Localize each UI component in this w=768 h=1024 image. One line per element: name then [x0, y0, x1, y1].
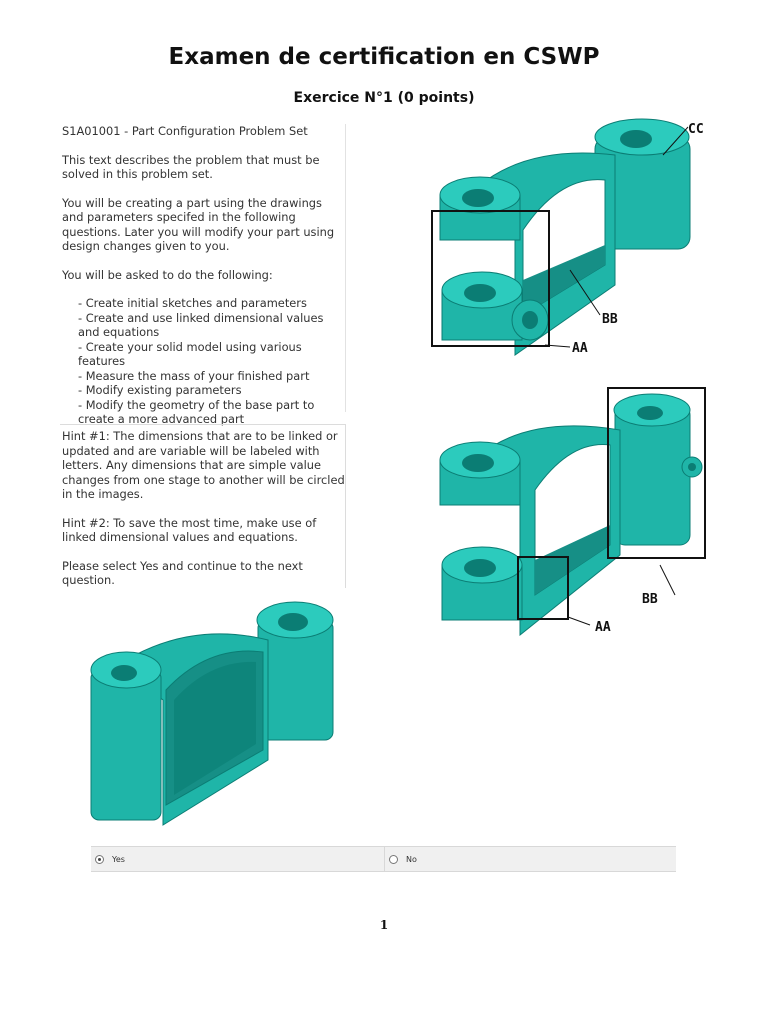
radio-unselected-icon[interactable]: [389, 854, 398, 864]
problem-paragraph: You will be asked to do the following:: [62, 267, 273, 282]
figure-label-bb: BB: [642, 592, 658, 607]
answer-label-yes: Yes: [112, 854, 125, 864]
hint-1: Hint #1: The dimensions that are to be l…: [62, 429, 345, 501]
task-item: - Create and use linked dimensional valu…: [78, 310, 324, 340]
figure-label-aa: AA: [595, 620, 611, 635]
radio-selected-icon[interactable]: [95, 854, 104, 864]
answer-option-yes[interactable]: Yes: [91, 847, 385, 871]
instruction-text: Please select Yes and continue to the ne…: [62, 558, 303, 588]
answer-option-no[interactable]: No: [385, 847, 676, 871]
problem-paragraph: This text describes the problem that mus…: [62, 152, 320, 182]
task-item: - Modify existing parameters: [78, 383, 242, 397]
problem-description: S1A01001 - Part Configuration Problem Se…: [62, 124, 346, 427]
part-figure-base: [90, 601, 334, 826]
task-list: - Create initial sketches and parameters…: [62, 296, 346, 427]
figure-label-bb: BB: [602, 312, 618, 327]
page-title: Examen de certification en CSWP: [168, 44, 600, 70]
problem-heading: S1A01001 - Part Configuration Problem Se…: [62, 124, 308, 138]
task-item: - Create initial sketches and parameters: [78, 296, 307, 310]
hints-panel: Hint #1: The dimensions that are to be l…: [60, 424, 346, 588]
problem-paragraph: You will be creating a part using the dr…: [62, 195, 335, 254]
part-figure-advanced: BB AA: [439, 387, 706, 637]
part-figure-initial: CC BB AA: [431, 118, 704, 356]
task-item: - Measure the mass of your finished part: [78, 368, 310, 383]
page-number: 1: [379, 918, 389, 932]
panel-divider: [345, 124, 346, 412]
answer-label-no: No: [406, 854, 417, 864]
task-item: - Modify the geometry of the base part t…: [78, 397, 315, 427]
hint-2: Hint #2: To save the most time, make use…: [62, 515, 317, 545]
figure-label-cc: CC: [688, 122, 704, 137]
figure-label-aa: AA: [572, 341, 588, 356]
task-item: - Create your solid model using various …: [78, 339, 302, 369]
answer-options: Yes No: [91, 846, 676, 872]
exercise-subtitle: Exercice N°1 (0 points): [293, 90, 475, 106]
